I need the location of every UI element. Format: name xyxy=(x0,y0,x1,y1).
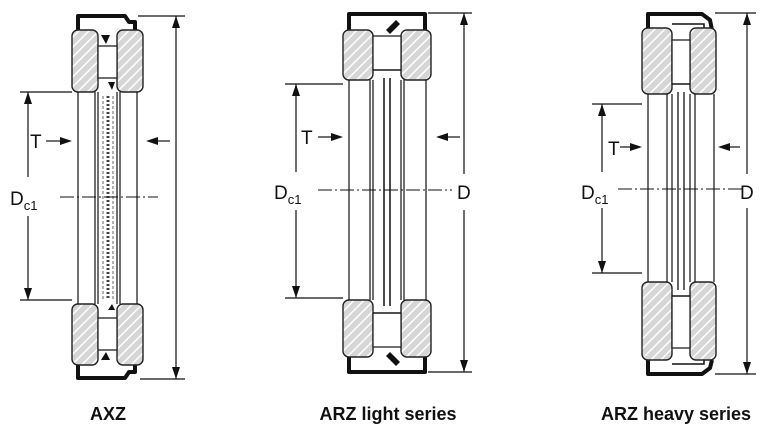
arz-light-dc1-label: Dc1 xyxy=(274,183,301,207)
arz-light-top-right-washer xyxy=(400,29,432,81)
axz-top-right-washer xyxy=(116,29,144,93)
axz-top-roller xyxy=(97,45,118,79)
axz-t-label: T xyxy=(30,132,42,153)
arz-light-caption: ARZ light series xyxy=(319,404,456,424)
axz-housing xyxy=(76,14,137,380)
axz-bottom-left-washer xyxy=(71,303,99,366)
arz-heavy-top-left-washer xyxy=(641,27,673,95)
axz-bottom-cage xyxy=(101,304,115,360)
arz-light-top-left-washer xyxy=(342,29,374,81)
arz-heavy-caption: ARZ heavy series xyxy=(601,404,751,424)
arz-heavy-top-right-washer xyxy=(689,27,717,95)
axz-bottom-right-washer xyxy=(116,303,144,366)
arz-heavy-bottom-right-washer xyxy=(689,281,717,361)
arz-light-bottom-right-washer xyxy=(400,299,432,358)
axz-dc1-label: Dc1 xyxy=(10,189,37,213)
arz-light-bottom-roller xyxy=(372,312,402,348)
arz-light-d-label: D xyxy=(457,183,471,204)
arz-light-housing xyxy=(347,12,427,374)
arz-heavy-diagram: T Dc1 D ARZ heavy series xyxy=(581,12,756,424)
arz-light-diagram: T Dc1 D ARZ light series xyxy=(274,12,472,424)
axz-top-left-washer xyxy=(71,29,99,93)
arz-light-t-label: T xyxy=(301,128,313,149)
arz-heavy-d-label: D xyxy=(740,183,754,204)
arz-heavy-bottom-roller xyxy=(671,295,691,349)
arz-heavy-dc1-label: Dc1 xyxy=(581,183,608,207)
arz-light-top-roller xyxy=(372,35,402,71)
axz-diagram: T Dc1 AXZ xyxy=(10,14,185,424)
axz-bottom-roller xyxy=(97,317,118,351)
axz-caption: AXZ xyxy=(90,404,126,424)
arz-heavy-bottom-left-washer xyxy=(641,281,673,361)
arz-heavy-t-label: T xyxy=(608,139,620,160)
arz-light-bottom-left-washer xyxy=(342,299,374,358)
arz-heavy-top-roller xyxy=(671,39,691,85)
axz-top-cage xyxy=(101,35,115,90)
arz-heavy-housing xyxy=(646,12,714,376)
